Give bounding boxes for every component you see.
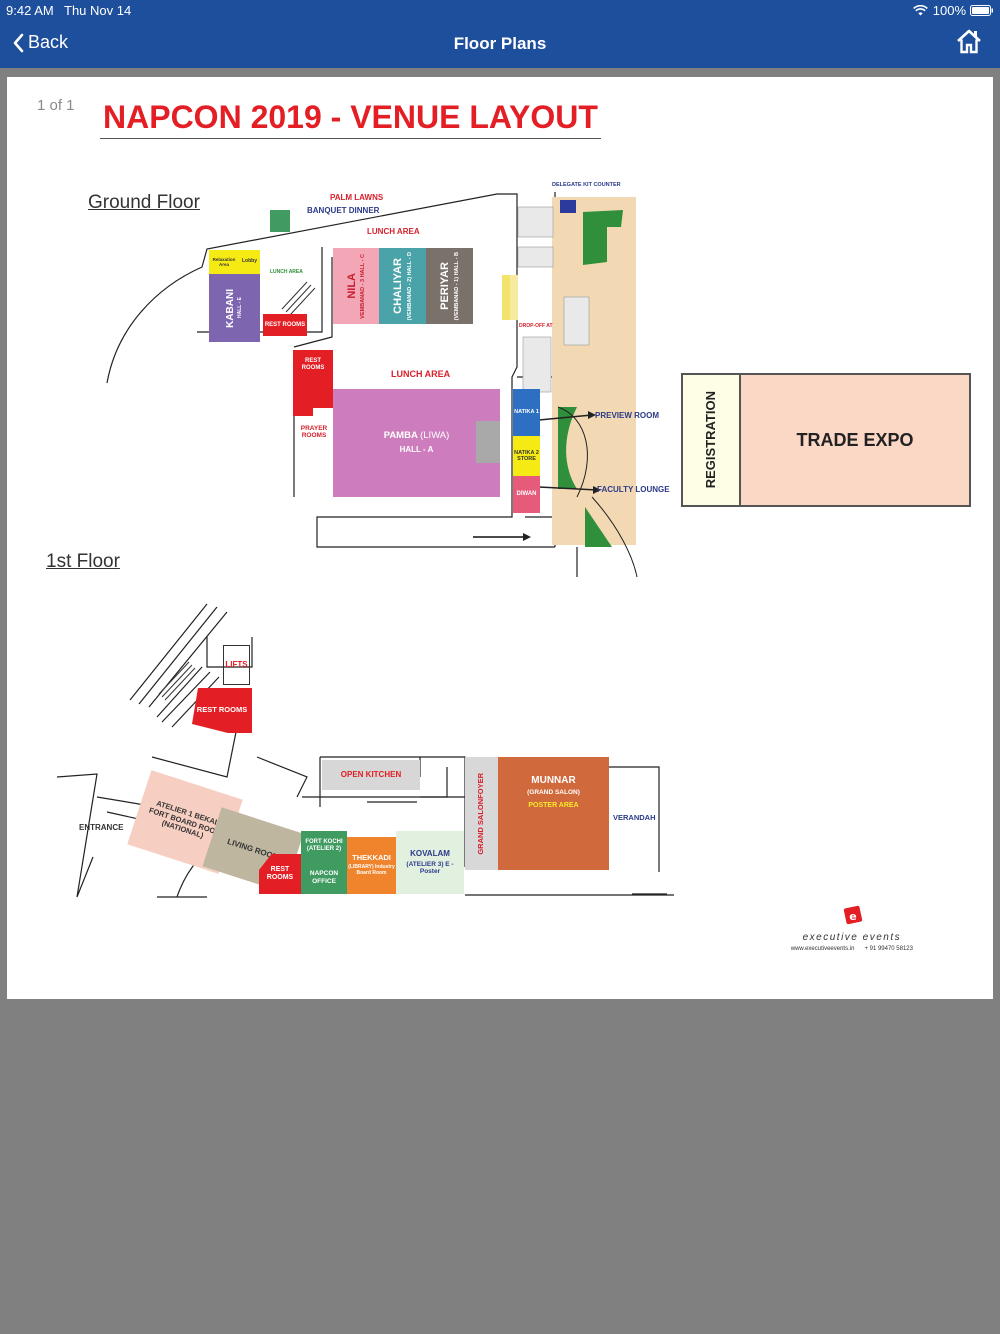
diwan-room: DIWAN [513, 476, 540, 513]
drop-off-label: DROP-OFF AT [519, 323, 553, 329]
back-label: Back [28, 32, 69, 52]
wifi-icon [912, 5, 928, 16]
navigation-bar: 9:42 AM Thu Nov 14 100% Back Floor Plans [0, 0, 1000, 68]
kabani-name: KABANI [224, 288, 236, 328]
pamba-name: PAMBA [383, 430, 418, 442]
lunch-area-small-label: LUNCH AREA [270, 269, 303, 275]
nila-name: NILA [345, 273, 358, 299]
munnar-sub: (GRAND SALON) [527, 788, 580, 796]
document-title: NAPCON 2019 - VENUE LAYOUT [100, 99, 601, 139]
registration-label: REGISTRATION [702, 391, 718, 489]
website-text: www.executiveevents.in [790, 946, 855, 952]
executive-events-logo-icon: e [843, 905, 862, 925]
banquet-dinner-label: BANQUET DINNER [307, 206, 380, 215]
pamba-hall: PAMBA (LIWA) HALL - A [333, 389, 500, 497]
chevron-left-icon [13, 33, 24, 52]
thekkadi-room: THEKKADI (LIBRARY) Industry Board Room [347, 837, 396, 894]
trade-expo-area: TRADE EXPO [739, 373, 971, 507]
home-button[interactable] [956, 28, 982, 59]
pamba-sub: HALL - A [399, 445, 434, 455]
contact-row: www.executiveevents.in + 91 99470 58123 [791, 946, 913, 952]
battery-icon [970, 5, 993, 16]
battery-percent: 100% [932, 3, 966, 18]
rest-rooms-ground-b-foot [293, 408, 313, 416]
preview-room-label: PREVIEW ROOM [595, 411, 660, 420]
page-indicator: 1 of 1 [37, 97, 75, 114]
home-icon [957, 29, 981, 54]
rest-rooms-first-a: REST ROOMS [192, 688, 252, 733]
travel-desk-strip [510, 275, 518, 320]
help-desk-strip [502, 275, 510, 320]
svg-text:e: e [849, 910, 856, 923]
lobby-room: Lobby [239, 250, 260, 274]
lifts-area: LIFTS [223, 645, 250, 685]
first-floor-label: 1st Floor [46, 551, 120, 572]
kabani-sub: HALL - E [237, 297, 244, 319]
ground-floor-label: Ground Floor [88, 192, 200, 213]
lunch-area-top-label: LUNCH AREA [367, 227, 420, 236]
pamba-stage [476, 421, 500, 463]
thekkadi-sub: (LIBRARY) Industry Board Room [348, 864, 395, 876]
entrance-label: ENTRANCE [79, 823, 124, 832]
open-kitchen: OPEN KITCHEN [322, 760, 420, 790]
pamba-alias: (LIWA) [420, 430, 450, 442]
executive-events-branding: e executive events www.executiveevents.i… [791, 905, 913, 952]
grand-salon-foyer: GRAND SALONFOYER [465, 757, 498, 870]
floor-plan-document[interactable]: 1 of 1 NAPCON 2019 - VENUE LAYOUT Ground… [7, 77, 993, 999]
faculty-lounge-label: FACULTY LOUNGE [597, 485, 670, 494]
chaliyar-hall: CHALIYAR (VEMBANAD - 2) HALL - D [379, 248, 426, 324]
napcon-office: NAPCON OFFICE [301, 861, 347, 894]
registration-area: REGISTRATION [681, 373, 741, 507]
nila-hall: NILA VEMBANAD - 3 HALL - C [333, 248, 379, 324]
nila-sub: VEMBANAD - 3 HALL - C [360, 253, 367, 319]
back-button[interactable]: Back [12, 32, 68, 53]
kovalam-name: KOVALAM [410, 849, 450, 859]
floor-outline-lines [56, 192, 674, 898]
pamba-title: PAMBA (LIWA) [383, 430, 450, 442]
prayer-rooms: PRAYER ROOMS [300, 424, 328, 439]
status-time: 9:42 AM [6, 3, 54, 18]
relaxation-area-room: Relaxation Area [209, 250, 239, 274]
status-right: 100% [912, 3, 966, 18]
kabani-hall: KABANI HALL - E [209, 274, 260, 342]
poster-area-label: POSTER AREA [528, 801, 579, 809]
verandah-label: VERANDAH [613, 813, 656, 822]
banquet-dinner-marker [270, 210, 290, 232]
periyar-name: PERIYAR [439, 262, 452, 310]
page-title: Floor Plans [453, 34, 547, 53]
rest-rooms-ground-b-ext [293, 373, 333, 408]
munnar-grand-salon: MUNNAR (GRAND SALON) POSTER AREA [498, 757, 609, 870]
periyar-hall: PERIYAR (VEMBANAD - 1) HALL - B [426, 248, 473, 324]
phone-text: + 91 99470 58123 [864, 946, 913, 952]
periyar-sub: (VEMBANAD - 1) HALL - B [453, 251, 460, 321]
natika-1-room: NATIKA 1 [513, 389, 540, 436]
kovalam-room: KOVALAM (ATELIER 3) E - Poster [396, 831, 464, 894]
palm-lawns-label: PALM LAWNS [330, 193, 384, 202]
fort-kochi-room: FORT KOCHI (ATELIER 2) [301, 831, 347, 861]
thekkadi-name: THEKKADI [352, 853, 391, 863]
munnar-name: MUNNAR [531, 775, 576, 786]
status-date: Thu Nov 14 [64, 3, 132, 18]
grand-salon-foyer-label: GRAND SALONFOYER [476, 772, 486, 855]
rest-rooms-ground-a: REST ROOMS [263, 314, 307, 336]
chaliyar-sub: (VEMBANAD - 2) HALL - D [406, 251, 413, 321]
natika-2-store-room: NATIKA 2 STORE [513, 436, 540, 476]
chaliyar-name: CHALIYAR [392, 258, 405, 314]
delegate-kit-counter-label: DELEGATE KIT COUNTER [552, 182, 621, 188]
lunch-area-mid-label: LUNCH AREA [391, 369, 451, 379]
kovalam-sub: (ATELIER 3) E - Poster [406, 860, 454, 876]
company-name: executive events [802, 932, 902, 943]
